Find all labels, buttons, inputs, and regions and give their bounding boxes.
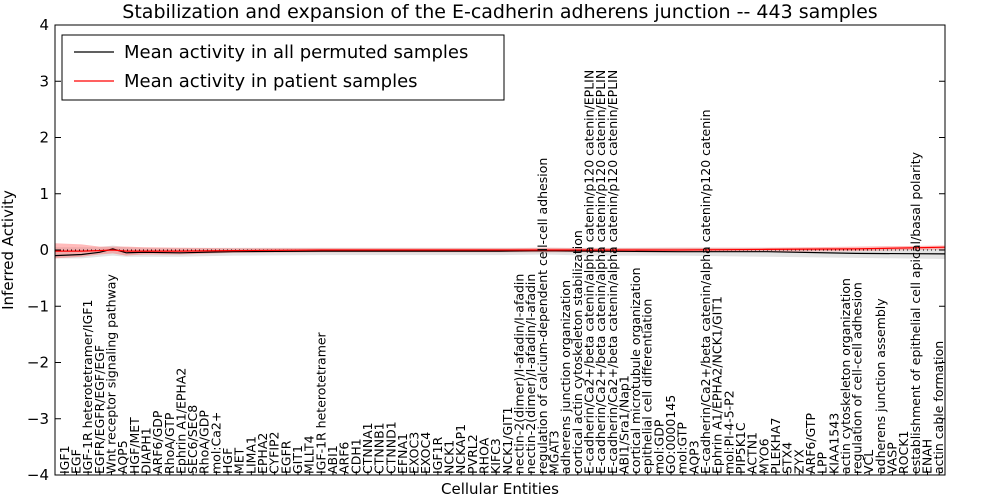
- chart-title: Stabilization and expansion of the E-cad…: [122, 1, 877, 23]
- x-axis-label: Cellular Entities: [441, 480, 559, 498]
- entity-label: ARF6: [337, 442, 352, 474]
- y-tick-label: 4: [39, 16, 49, 34]
- entity-label: PVRL2: [465, 434, 480, 474]
- entity-label: NCK1/GIT1: [500, 407, 515, 474]
- entity-label: ARF6/GDP: [150, 410, 165, 474]
- y-tick-label: 3: [39, 72, 49, 90]
- entity-label: E-cadherin/Ca2+/beta catenin/alpha caten…: [581, 70, 596, 474]
- entity-label: HGF/MET: [127, 417, 142, 474]
- entity-label: LPP: [815, 451, 830, 474]
- entity-label: IGF-1R heterotetramer: [313, 331, 328, 474]
- entity-label: cortical actin cytoskeleton stabilizatio…: [570, 230, 585, 474]
- entity-label: STX4: [780, 442, 795, 474]
- entity-label: KIFC3: [488, 438, 503, 474]
- entity-label: E-cadherin/Ca2+/beta catenin/alpha caten…: [698, 109, 713, 474]
- y-tick-label: 1: [39, 185, 49, 203]
- entity-label: ENAH: [920, 439, 935, 474]
- entity-label: ABI1/Sra1/Nap1: [616, 375, 631, 474]
- entity-label: AQP5: [115, 440, 130, 474]
- entity-label: PIP5K1C: [733, 422, 748, 474]
- entity-label: CTNNB1: [372, 422, 387, 474]
- entity-label: CTNND1: [383, 421, 398, 474]
- entity-label: GIT1: [290, 445, 305, 474]
- entity-label: DIAPH1: [138, 427, 153, 474]
- entity-label: regulation of calcium-dependent cell-cel…: [535, 158, 550, 474]
- entity-label: EFNA1: [395, 433, 410, 474]
- entity-label: regulation of cell-cell adhesion: [850, 282, 865, 474]
- y-tick-label: −1: [27, 297, 49, 315]
- y-tick-label: −4: [27, 466, 49, 484]
- entity-label: RhoA/GDP: [197, 410, 212, 474]
- entity-label: EGFR: [278, 440, 293, 474]
- entity-label: IGF1: [57, 445, 72, 474]
- entity-label: Ephrin A1/EPHA2/NCK1/GIT1: [710, 296, 725, 474]
- y-tick-label: −3: [27, 410, 49, 428]
- entity-label: mol:PI-4-5-P2: [721, 390, 736, 474]
- entity-label: nectin-2(dimer)/I-afadin/I-afadin: [523, 274, 538, 474]
- entity-label: MGAT3: [547, 430, 562, 474]
- entity-label: CYFIP2: [267, 431, 282, 474]
- entity-label: RhoA/GTP: [162, 412, 177, 474]
- entity-label: mol:GTP: [675, 422, 690, 474]
- entity-label: NCK1: [442, 440, 457, 474]
- entity-label: EGFR/EGFR/EGF/EGF: [92, 345, 107, 474]
- entity-label: GO:0000145: [663, 395, 678, 474]
- entity-label: VCL: [861, 450, 876, 474]
- entity-label: PLEKHA7: [768, 417, 783, 474]
- entity-label: EGF: [69, 449, 84, 474]
- legend-label-0: Mean activity in all permuted samples: [124, 42, 468, 63]
- legend-label-1: Mean activity in patient samples: [124, 71, 418, 92]
- entity-label: mol:GDP: [651, 419, 666, 474]
- entity-label: NCKAP1: [453, 424, 468, 474]
- entity-label: cortical microtubule organization: [628, 267, 643, 474]
- entity-label: E-cadherin/Ca2+/beta catenin/alpha caten…: [605, 70, 620, 474]
- entity-label: RHOA: [477, 437, 492, 474]
- entity-label: AQP3: [686, 440, 701, 474]
- entity-label: ACTN1: [745, 432, 760, 474]
- entity-label: adherens junction assembly: [873, 298, 888, 474]
- entity-label: SEC6/SEC8: [185, 405, 200, 474]
- entity-label: ZYX: [791, 449, 806, 474]
- entity-label: ABI1: [325, 445, 340, 474]
- entity-label: HGF: [220, 448, 235, 474]
- entity-label: IGF1R: [430, 436, 445, 474]
- legend: Mean activity in all permuted samplesMea…: [61, 34, 505, 101]
- entity-label: E-cadherin/Ca2+/beta catenin/alpha caten…: [593, 70, 608, 474]
- entity-label: VASP: [885, 442, 900, 474]
- y-tick-label: 0: [39, 241, 49, 259]
- entity-label: MYO6: [756, 438, 771, 474]
- entity-label: KIAA1543: [826, 413, 841, 474]
- entity-label: ARF6/GTP: [803, 413, 818, 474]
- entity-label: Ephrin A1/EPHA2: [173, 368, 188, 474]
- entity-label: ROCK1: [896, 431, 911, 474]
- entity-label: IGF-1R heterotetramer/IGF1: [80, 300, 95, 474]
- entity-label: adherens junction organization: [558, 280, 573, 474]
- entity-label: MET: [232, 447, 247, 474]
- y-axis-label: Inferred Activity: [0, 190, 17, 310]
- entity-label: CDH1: [348, 438, 363, 474]
- entity-label: actin cytoskeleton organization: [838, 278, 853, 474]
- entity-label: Wnt receptor signaling pathway: [104, 274, 119, 474]
- entity-label: EXOC4: [418, 432, 433, 474]
- entity-label: EPHA2: [255, 433, 270, 474]
- entity-label: LIMA1: [243, 436, 258, 474]
- entity-label: epithelial cell differentiation: [640, 299, 655, 474]
- series-line-1: [55, 246, 946, 252]
- entity-label: EXOC3: [407, 432, 422, 474]
- entity-label: MLLT4: [302, 435, 317, 474]
- entity-label: CTNNA1: [360, 422, 375, 474]
- entity-label: mol:Ca2+: [208, 412, 223, 474]
- y-tick-label: −2: [27, 354, 49, 372]
- entity-label: establishment of epithelial cell apical/…: [908, 151, 923, 474]
- entity-label: actin cable formation: [931, 341, 946, 474]
- entity-label: nectin-2(dimer)/I-afadin/I-afadin: [512, 274, 527, 474]
- y-tick-label: 2: [39, 129, 49, 147]
- legend-box: [61, 34, 505, 101]
- series-band-0: [55, 245, 945, 259]
